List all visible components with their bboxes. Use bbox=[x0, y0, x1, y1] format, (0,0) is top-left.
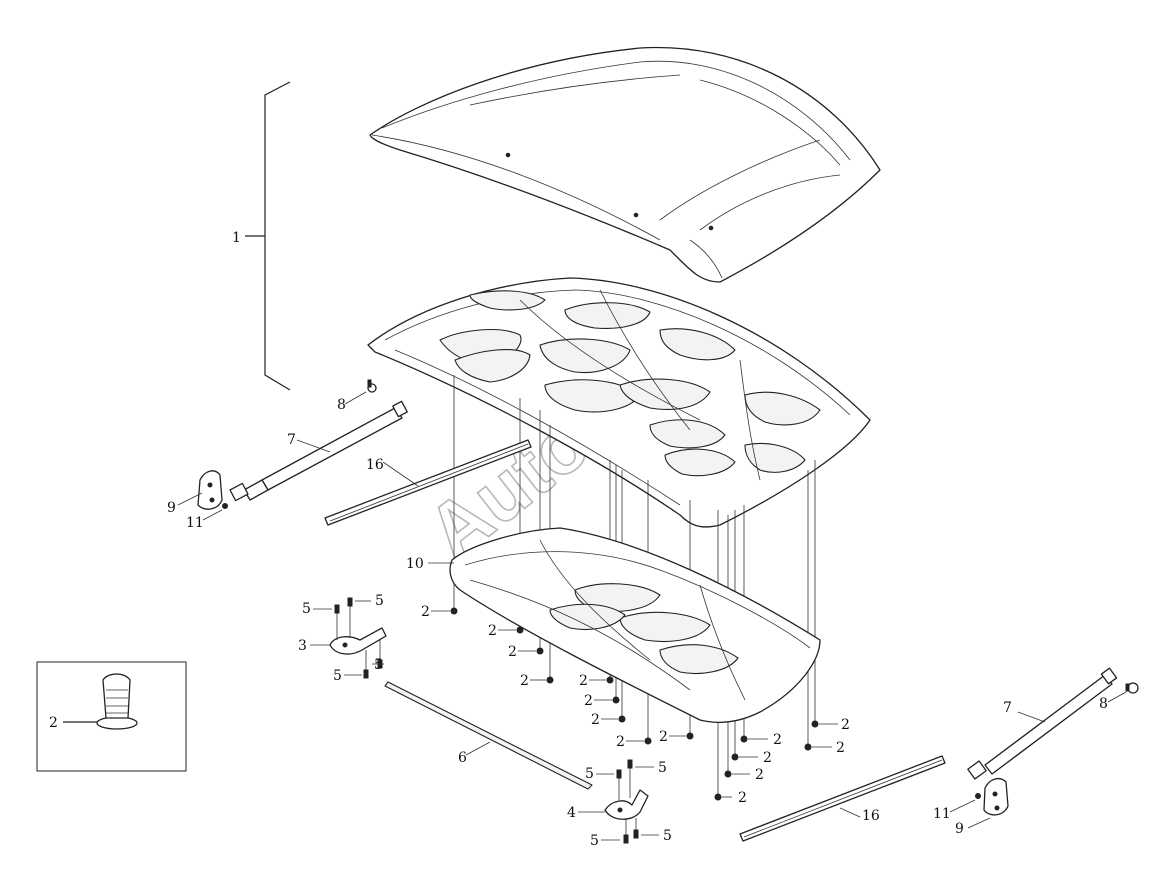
ball-stud-right bbox=[1125, 682, 1139, 694]
callout-2-m: 2 bbox=[773, 732, 782, 748]
callout-5-g: 5 bbox=[590, 833, 599, 849]
callout-2-inset: 2 bbox=[49, 715, 58, 731]
callout-5-h: 5 bbox=[663, 828, 672, 844]
callout-2-b: 2 bbox=[488, 623, 497, 639]
callout-11-right: 11 bbox=[933, 806, 951, 822]
callout-2-f: 2 bbox=[584, 693, 593, 709]
callout-2-n: 2 bbox=[836, 740, 845, 756]
seal-strip-upper-left bbox=[324, 439, 532, 526]
callout-8-right: 8 bbox=[1099, 696, 1108, 712]
callout-8-left: 8 bbox=[337, 397, 346, 413]
strut-bracket-right bbox=[983, 777, 1009, 816]
hinge-left bbox=[329, 606, 387, 670]
callout-4: 4 bbox=[567, 805, 576, 821]
assembly-bracket bbox=[245, 81, 291, 391]
ball-stud-left bbox=[367, 379, 377, 393]
callout-16-upper: 16 bbox=[366, 457, 384, 473]
callout-2-a: 2 bbox=[421, 604, 430, 620]
callout-11-left: 11 bbox=[186, 515, 204, 531]
callout-6: 6 bbox=[458, 750, 467, 766]
callout-leaders bbox=[177, 391, 1127, 829]
bolt-left bbox=[222, 503, 228, 509]
callout-16-lower: 16 bbox=[862, 808, 880, 824]
hood-outer-panel bbox=[369, 46, 881, 283]
callout-2-g: 2 bbox=[591, 712, 600, 728]
callout-5-b: 5 bbox=[375, 593, 384, 609]
callout-5-e: 5 bbox=[585, 766, 594, 782]
callout-2-j: 2 bbox=[738, 790, 747, 806]
bolt-right bbox=[975, 793, 981, 799]
hinge-right bbox=[604, 768, 649, 835]
callout-2-h: 2 bbox=[616, 734, 625, 750]
callout-2-d: 2 bbox=[520, 673, 529, 689]
callout-9-left: 9 bbox=[167, 500, 176, 516]
gas-strut-left bbox=[229, 400, 408, 502]
callout-2-k: 2 bbox=[755, 767, 764, 783]
strut-bracket-left bbox=[197, 470, 223, 510]
callout-7-left: 7 bbox=[287, 432, 296, 448]
hood-inner-panel bbox=[367, 277, 871, 528]
callout-3: 3 bbox=[298, 638, 307, 654]
callout-2-i: 2 bbox=[659, 729, 668, 745]
callout-7-right: 7 bbox=[1003, 700, 1012, 716]
callout-5-a: 5 bbox=[302, 601, 311, 617]
callout-2-c: 2 bbox=[508, 644, 517, 660]
seal-strip-6 bbox=[384, 681, 593, 790]
callout-2-o: 2 bbox=[841, 717, 850, 733]
seal-strip-lower-right bbox=[739, 755, 946, 842]
callout-2-e: 2 bbox=[579, 673, 588, 689]
callout-labels: 1 8 7 9 11 16 10 5 5 3 5 5 2 2 2 2 2 2 2… bbox=[49, 230, 1108, 849]
bolt-label-stubs bbox=[313, 600, 659, 841]
gas-strut-right bbox=[967, 667, 1118, 780]
clip-markers bbox=[450, 607, 819, 801]
callout-5-d: 5 bbox=[374, 657, 383, 673]
callout-9-right: 9 bbox=[955, 821, 964, 837]
callout-1: 1 bbox=[232, 230, 241, 246]
insulation-pad bbox=[449, 527, 821, 723]
clip-detail-inset bbox=[36, 661, 187, 772]
callout-5-c: 5 bbox=[333, 668, 342, 684]
callout-2-l: 2 bbox=[763, 750, 772, 766]
callout-10: 10 bbox=[406, 556, 424, 572]
callout-5-f: 5 bbox=[658, 760, 667, 776]
